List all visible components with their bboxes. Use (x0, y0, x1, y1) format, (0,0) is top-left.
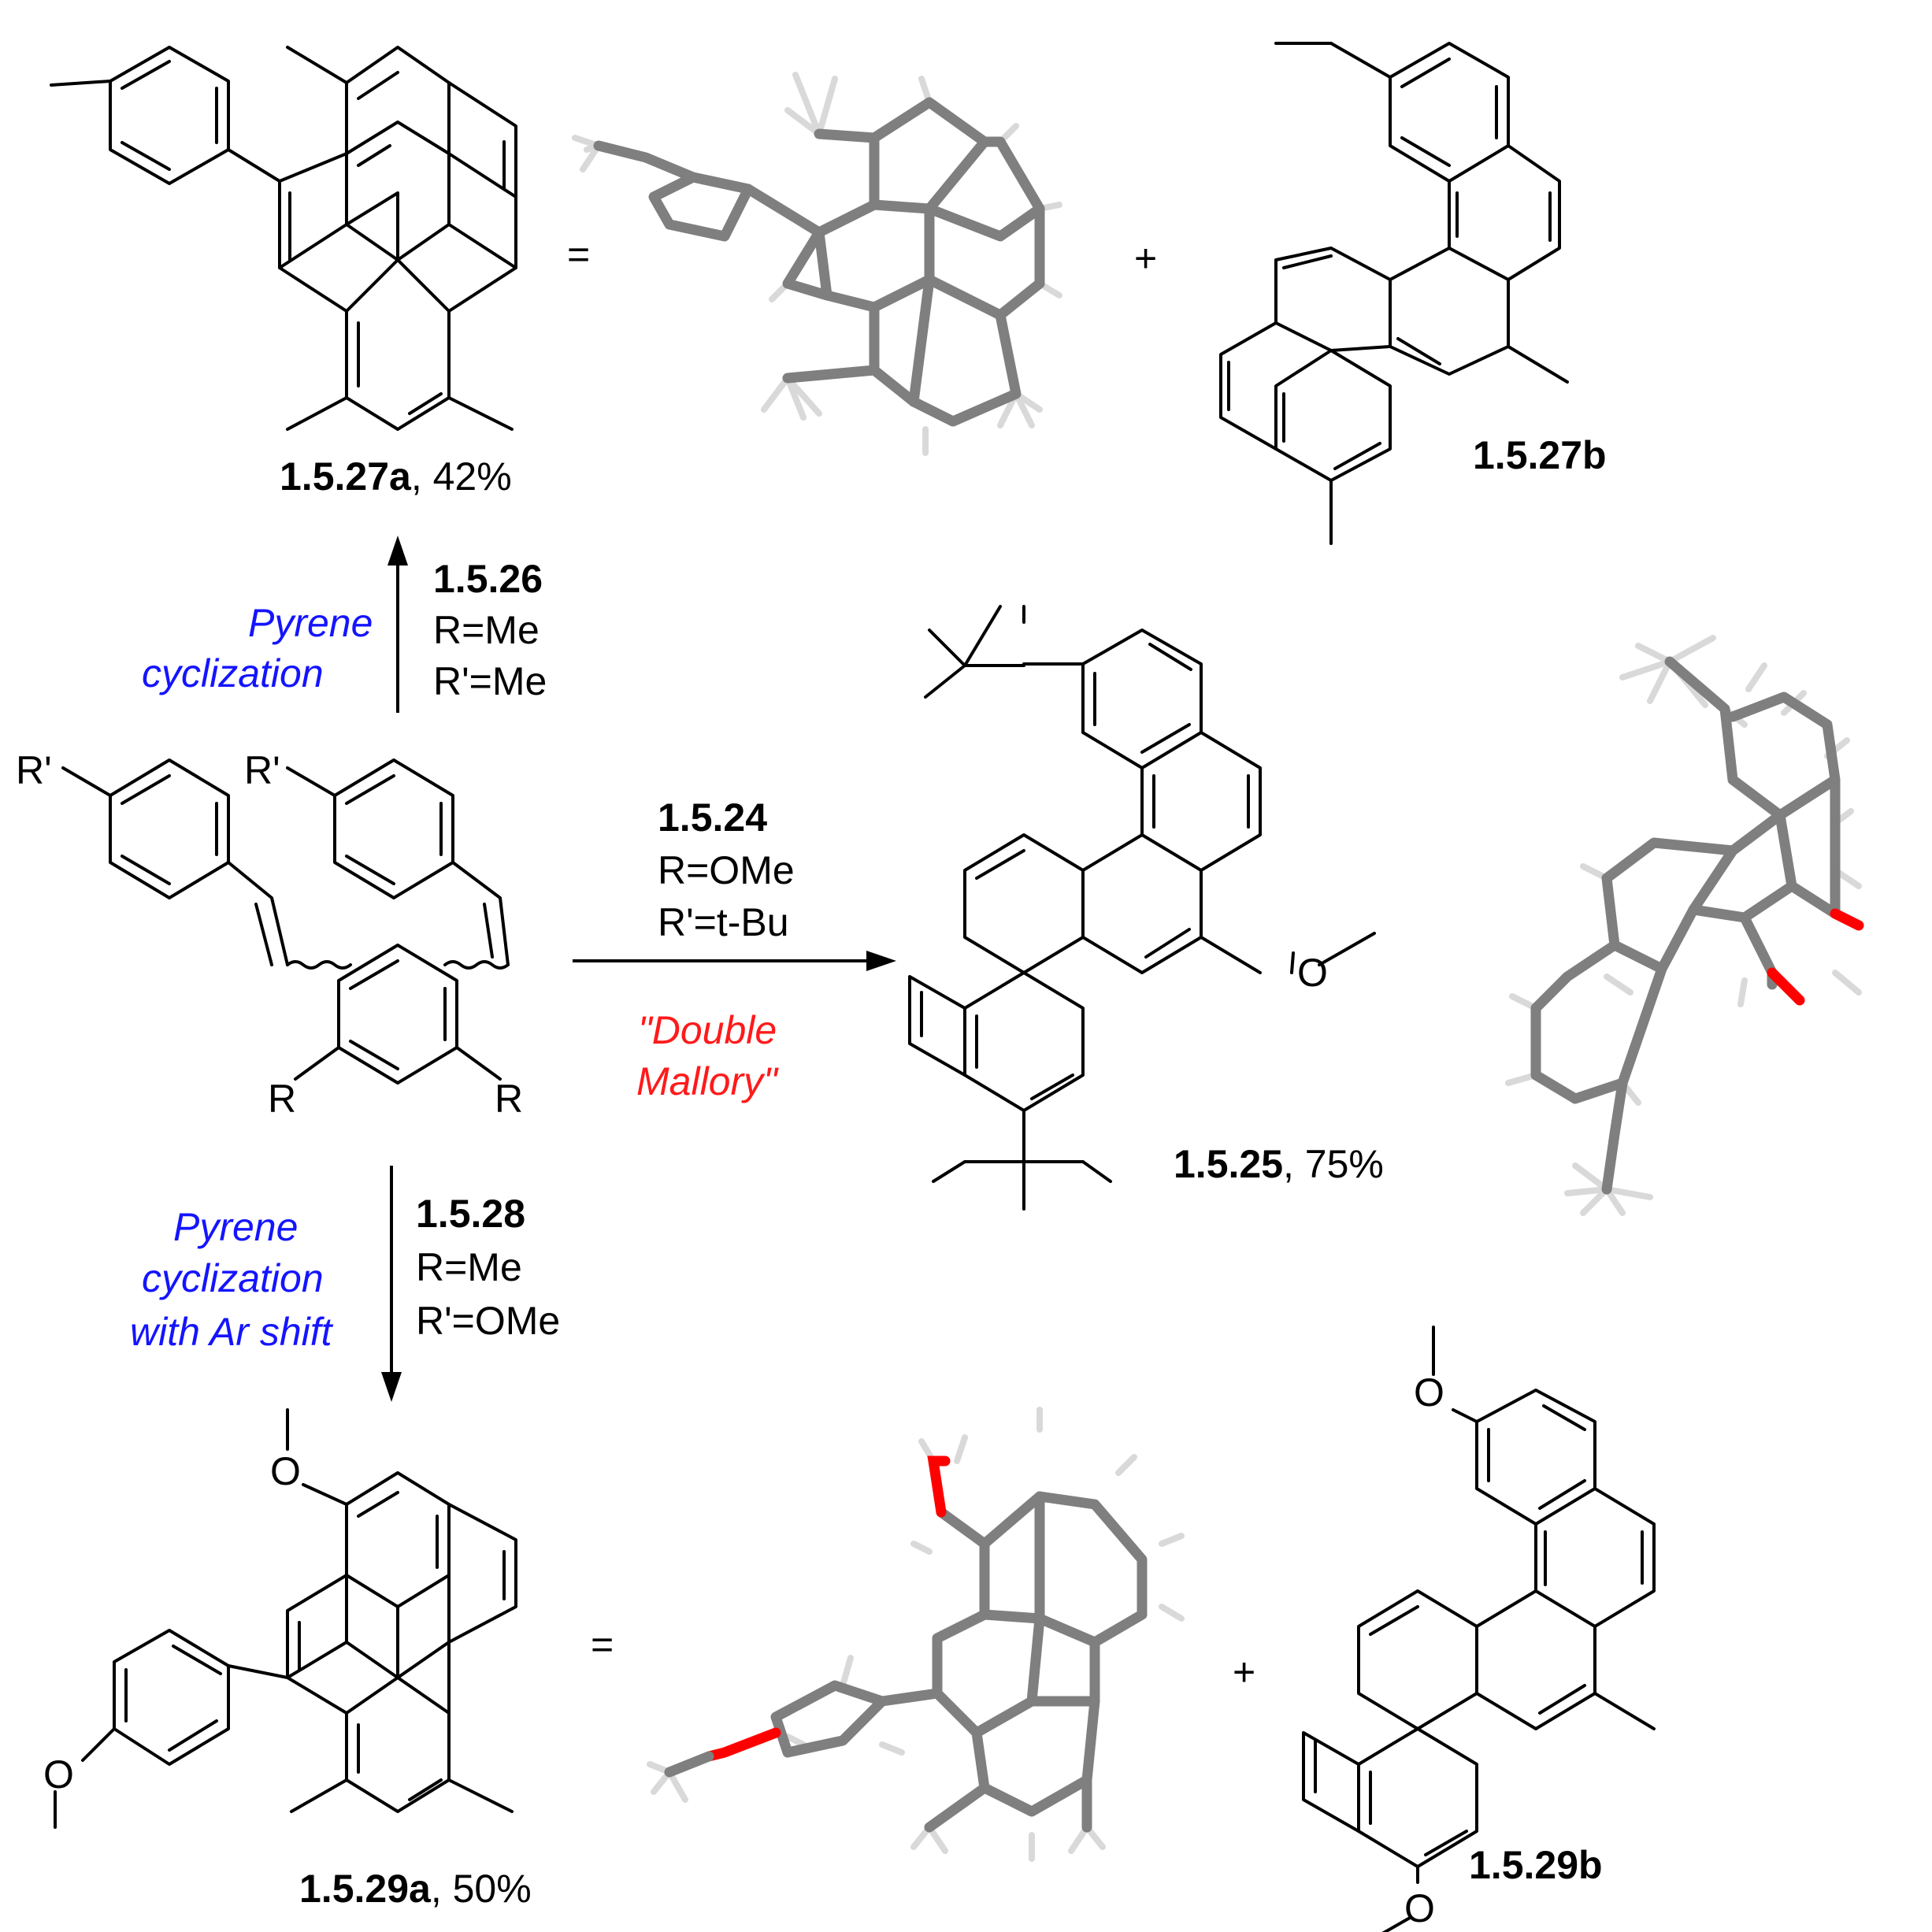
rprime-right: R' (244, 748, 280, 792)
yield-1-5-27a: , 42% (411, 454, 512, 499)
reagent-1-5-26: 1.5.26 (433, 557, 543, 601)
label-ar-shift-l1: Pyrene (173, 1205, 298, 1249)
reagent-1-5-26-rprime: R'=Me (433, 659, 547, 703)
r-right: R (495, 1077, 523, 1121)
rprime-left: R' (16, 748, 52, 792)
o-label-1-5-25: O (1297, 951, 1328, 995)
label-pyrene-cyclization-l1: Pyrene (248, 601, 373, 645)
svg-text:1.5.25, 75%: 1.5.25, 75% (1174, 1142, 1384, 1186)
label-pyrene-cyclization-l2: cyclization (142, 651, 324, 695)
o-label-29a-top: O (270, 1449, 301, 1493)
svg-text:1.5.29a, 50%: 1.5.29a, 50% (299, 1867, 532, 1911)
crystal-structure-1-5-27a (572, 72, 1062, 456)
equals-sign-bottom: = (591, 1622, 614, 1667)
crystal-structure-1-5-29a (647, 1407, 1185, 1862)
compound-label-1-5-29b: 1.5.29b (1469, 1843, 1603, 1887)
reagent-1-5-28-r: R=Me (416, 1245, 522, 1289)
compound-label-1-5-27a: 1.5.27a (280, 454, 412, 499)
equals-sign-top: = (567, 232, 590, 276)
starting-material (61, 758, 510, 1085)
reagent-1-5-24-rprime: R'=t-Bu (658, 900, 789, 944)
compound-label-1-5-25: 1.5.25 (1174, 1142, 1283, 1186)
compound-label-1-5-27b: 1.5.27b (1473, 433, 1607, 477)
structure-1-5-29b (1302, 1326, 1656, 1932)
o-label-29a-bottom: O (43, 1752, 74, 1797)
arrow-right-double-mallory (573, 951, 896, 971)
reagent-1-5-24: 1.5.24 (658, 795, 767, 840)
reagent-1-5-28: 1.5.28 (416, 1192, 525, 1236)
label-double-mallory-l2: Mallory" (636, 1059, 779, 1103)
label-double-mallory-l1: "Double (638, 1008, 777, 1052)
plus-sign-top: + (1134, 236, 1157, 280)
reagent-1-5-26-r: R=Me (433, 608, 540, 652)
svg-text:1.5.27a, 42%: 1.5.27a, 42% (280, 454, 512, 499)
structure-1-5-25 (908, 605, 1376, 1211)
label-ar-shift-l2: cyclization (142, 1256, 324, 1300)
arrow-up-pyrene-cyclization (388, 536, 408, 713)
label-ar-shift-l3: with Ar shift (130, 1310, 334, 1354)
compound-label-1-5-29a: 1.5.29a (299, 1867, 432, 1911)
o-label-29b-top: O (1414, 1370, 1444, 1415)
yield-1-5-29a: , 50% (431, 1867, 532, 1911)
o-label-29b-bottom: O (1404, 1886, 1435, 1930)
reagent-1-5-24-r: R=OMe (658, 848, 795, 892)
structure-1-5-29a (54, 1408, 517, 1829)
reagent-1-5-28-rprime: R'=OMe (416, 1299, 560, 1343)
structure-1-5-27a (50, 46, 517, 431)
plus-sign-bottom: + (1233, 1650, 1255, 1694)
arrow-down-pyrene-cyclization-ar-shift (381, 1166, 402, 1402)
r-left: R (268, 1077, 296, 1121)
crystal-structure-1-5-25 (1505, 635, 1864, 1216)
yield-1-5-25: , 75% (1283, 1142, 1384, 1186)
structure-1-5-27b (1219, 42, 1569, 545)
